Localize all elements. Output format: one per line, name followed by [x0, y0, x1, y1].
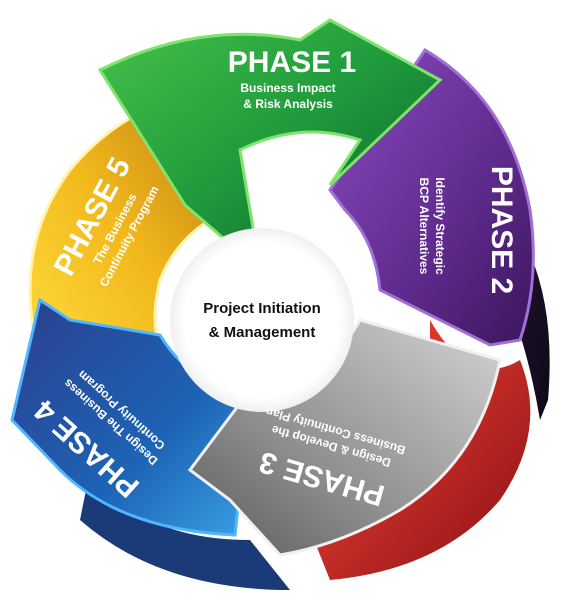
phase-1-line-2: & Risk Analysis — [243, 97, 333, 111]
phase-1-title: PHASE 1 — [228, 46, 356, 79]
phase-2-line-1: Identify Strategic — [433, 177, 447, 275]
phase-4-segment — [10, 297, 252, 537]
center-line-1: Project Initiation — [203, 300, 321, 317]
center-line-2: & Management — [209, 324, 316, 341]
phase-2-title: PHASE 2 — [485, 166, 518, 294]
phase-1-line-1: Business Impact — [240, 81, 335, 95]
phase-2-line-2: BCP Alternatives — [417, 178, 431, 275]
center-circle — [170, 228, 354, 412]
phase-1-segment — [97, 18, 443, 274]
ring-depth-bottom — [80, 470, 290, 590]
